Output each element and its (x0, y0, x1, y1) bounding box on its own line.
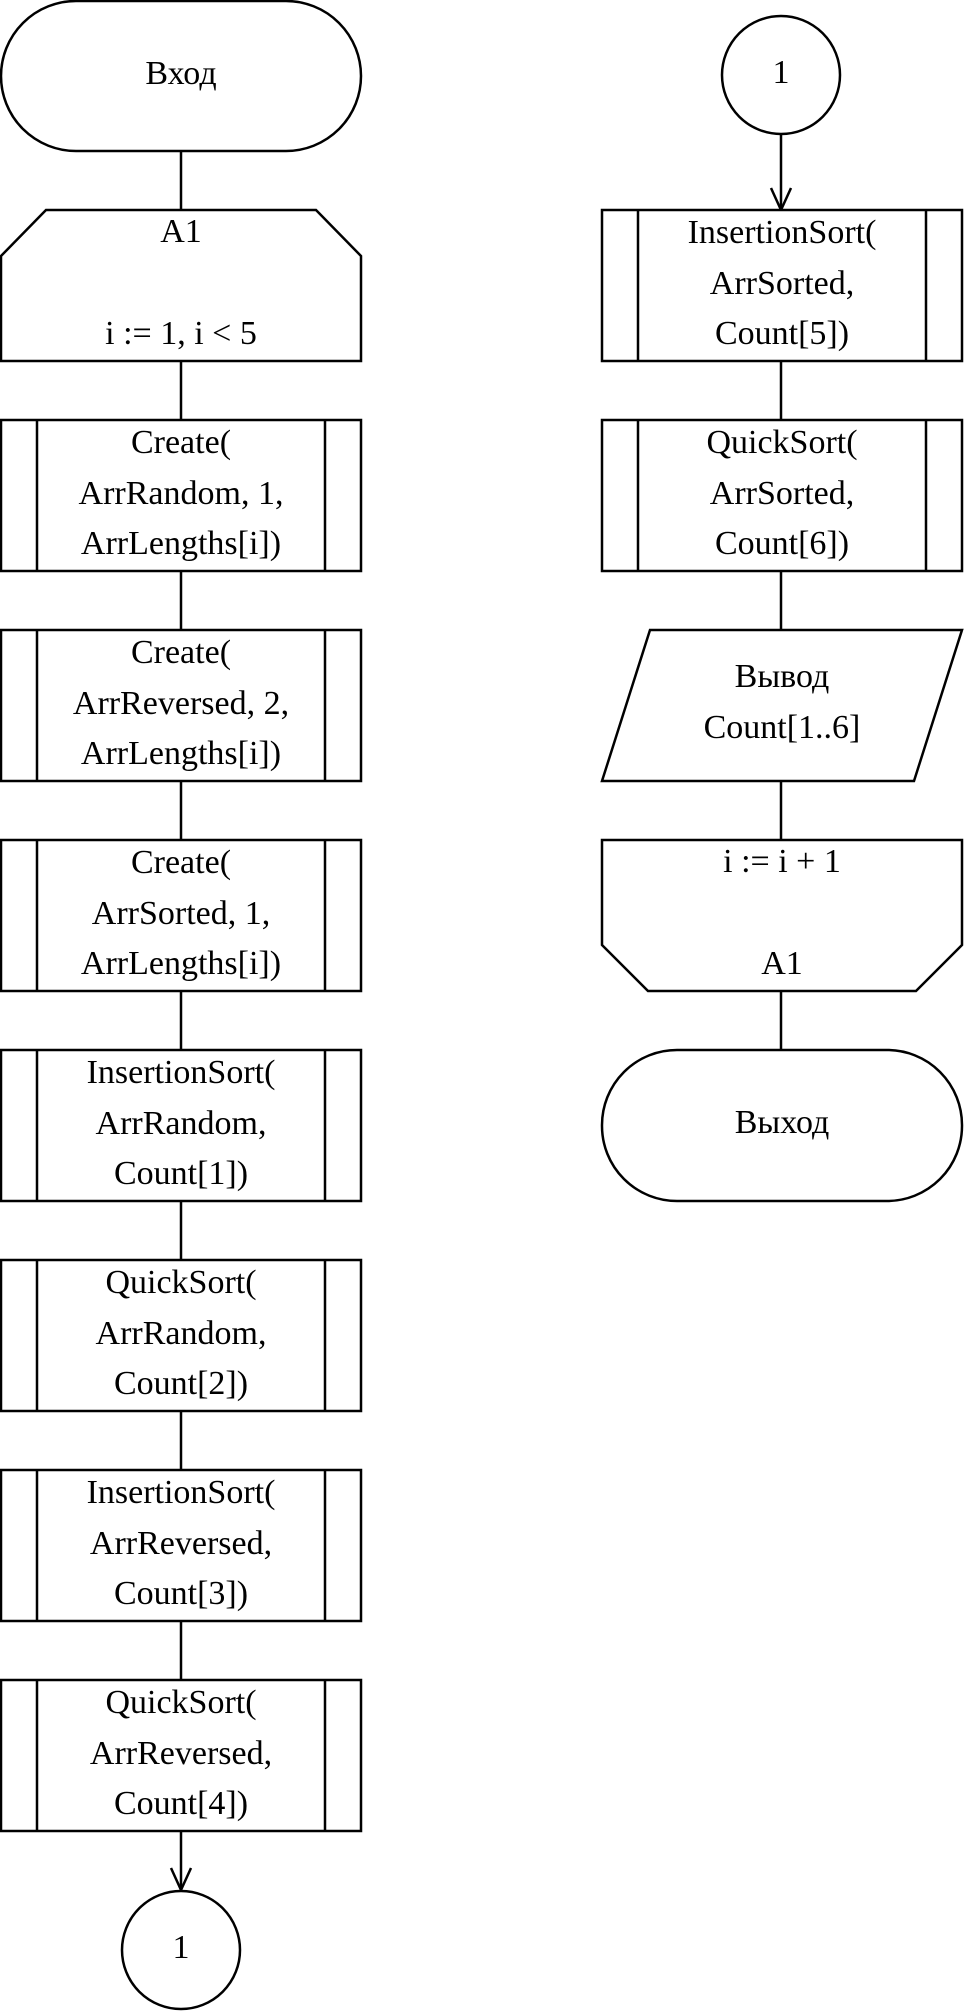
step-line-1: Create( (131, 634, 231, 671)
end-label: Выход (735, 1104, 830, 1141)
process-insertion-sort-sorted: InsertionSort( ArrSorted, Count[5]) (600, 208, 964, 363)
step-line-2: ArrReversed, 2, (73, 685, 289, 722)
loop-begin-condition: i := 1, i < 5 (105, 315, 257, 352)
process-insertion-sort-random: InsertionSort( ArrRandom, Count[1]) (0, 1048, 363, 1203)
connector-label: 1 (773, 54, 790, 91)
step-line-3: ArrLengths[i]) (81, 735, 281, 772)
connector-label: 1 (173, 1929, 190, 1966)
process-create-reversed: Create( ArrReversed, 2, ArrLengths[i]) (0, 628, 363, 783)
process-create-sorted: Create( ArrSorted, 1, ArrLengths[i]) (0, 838, 363, 993)
step-line-1: QuickSort( (105, 1684, 256, 1721)
output-line-1: Вывод (735, 658, 830, 695)
start-terminator: Вход (0, 0, 363, 153)
loop-begin-name: A1 (160, 213, 202, 250)
output-line-2: Count[1..6] (704, 709, 861, 746)
loop-end-update: i := i + 1 (723, 843, 841, 880)
step-line-2: ArrRandom, 1, (79, 475, 284, 512)
step-line-3: Count[3]) (114, 1575, 248, 1612)
step-line-1: InsertionSort( (688, 214, 877, 251)
step-line-1: QuickSort( (706, 424, 857, 461)
step-line-2: ArrReversed, (90, 1735, 272, 1772)
loop-end: i := i + 1 A1 (600, 838, 964, 993)
step-line-3: ArrLengths[i]) (81, 945, 281, 982)
step-line-2: ArrSorted, 1, (92, 895, 270, 932)
step-line-2: ArrSorted, (710, 265, 854, 302)
process-quick-sort-sorted: QuickSort( ArrSorted, Count[6]) (600, 418, 964, 573)
process-quick-sort-reversed: QuickSort( ArrReversed, Count[4]) (0, 1678, 363, 1833)
step-line-3: Count[5]) (715, 315, 849, 352)
step-line-3: ArrLengths[i]) (81, 525, 281, 562)
step-line-1: QuickSort( (105, 1264, 256, 1301)
connector-in: 1 (720, 14, 842, 136)
loop-end-name: A1 (761, 945, 803, 982)
left-column: Вход A1 i := 1, i < 5 Create( ArrRandom,… (0, 0, 363, 2011)
process-create-random: Create( ArrRandom, 1, ArrLengths[i]) (0, 418, 363, 573)
process-insertion-sort-reversed: InsertionSort( ArrReversed, Count[3]) (0, 1468, 363, 1623)
step-line-2: ArrRandom, (96, 1315, 267, 1352)
right-column: 1 InsertionSort( ArrSorted, Count[5]) Qu… (600, 14, 964, 1203)
connector-out: 1 (120, 1889, 242, 2011)
step-line-1: Create( (131, 844, 231, 881)
step-line-3: Count[6]) (715, 525, 849, 562)
end-terminator: Выход (600, 1048, 964, 1203)
step-line-2: ArrSorted, (710, 475, 854, 512)
step-line-1: InsertionSort( (87, 1054, 276, 1091)
step-line-2: ArrRandom, (96, 1105, 267, 1142)
loop-begin: A1 i := 1, i < 5 (0, 208, 363, 363)
step-line-3: Count[4]) (114, 1785, 248, 1822)
step-line-2: ArrReversed, (90, 1525, 272, 1562)
process-quick-sort-random: QuickSort( ArrRandom, Count[2]) (0, 1258, 363, 1413)
start-label: Вход (145, 55, 216, 92)
step-line-1: InsertionSort( (87, 1474, 276, 1511)
step-line-1: Create( (131, 424, 231, 461)
step-line-3: Count[1]) (114, 1155, 248, 1192)
output-block: Вывод Count[1..6] (600, 628, 964, 783)
step-line-3: Count[2]) (114, 1365, 248, 1402)
